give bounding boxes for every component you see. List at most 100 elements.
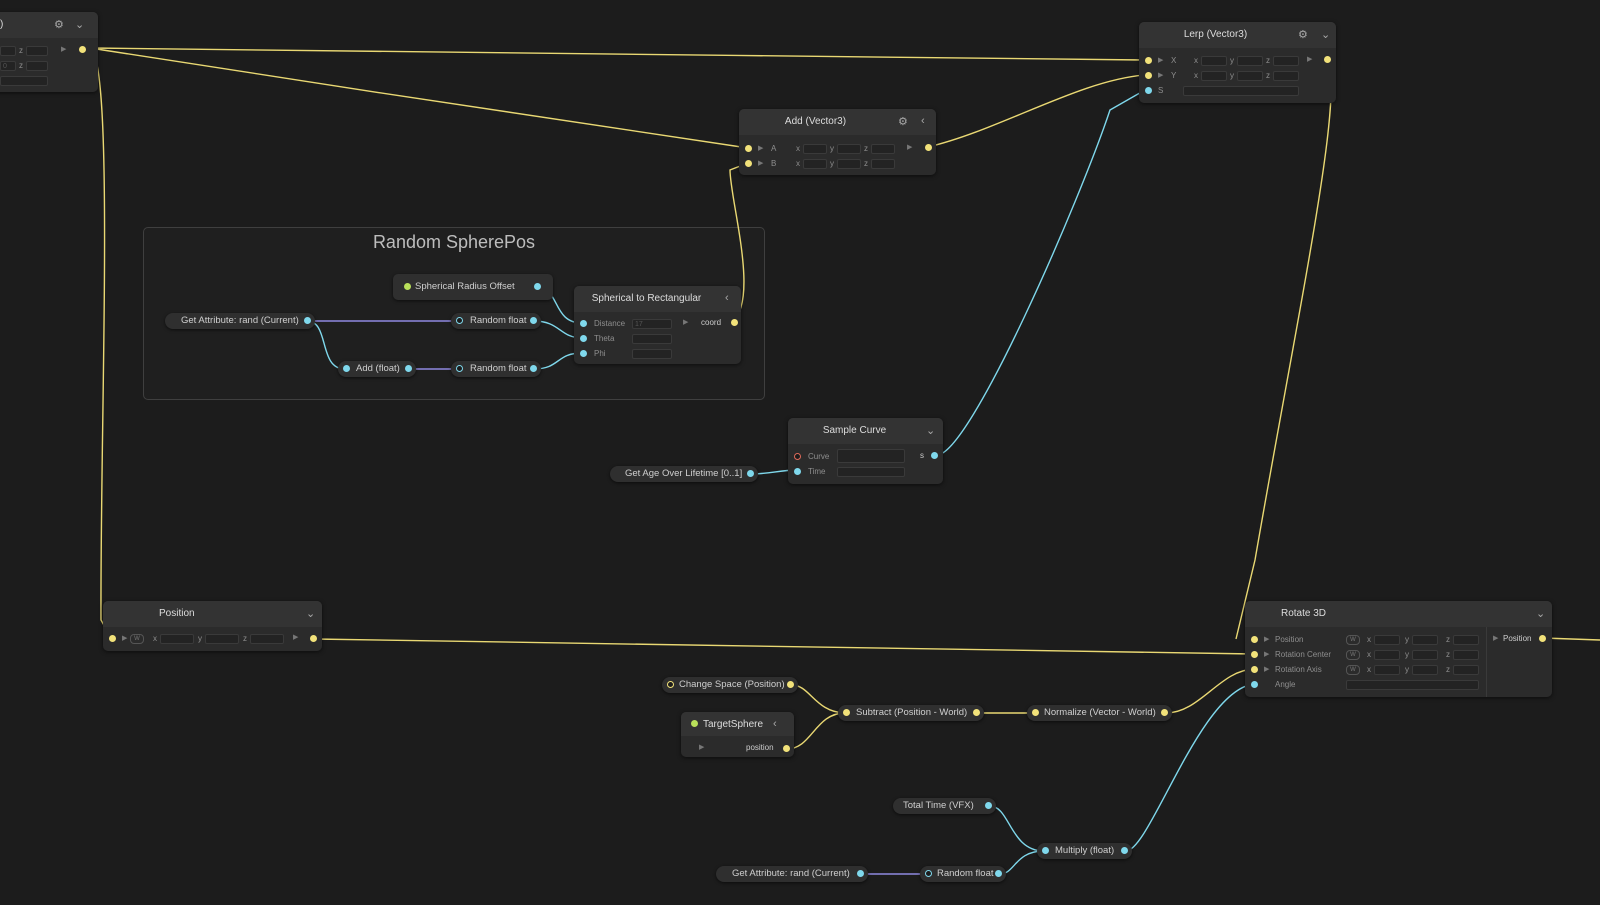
- output-port[interactable]: [304, 317, 311, 324]
- triangle-right-icon[interactable]: ▶: [1158, 72, 1164, 79]
- input-port-a[interactable]: [745, 145, 752, 152]
- node-total-time[interactable]: Total Time (VFX): [893, 798, 996, 814]
- triangle-right-icon[interactable]: ▶: [1307, 56, 1313, 63]
- space-badge[interactable]: W: [1346, 650, 1360, 660]
- field-b-x[interactable]: [803, 159, 827, 169]
- field[interactable]: [0, 76, 48, 86]
- field-s[interactable]: [1183, 86, 1299, 96]
- triangle-right-icon[interactable]: ▶: [683, 319, 689, 326]
- input-port[interactable]: [343, 365, 350, 372]
- node-target-sphere[interactable]: TargetSphere ‹ ▶ position: [681, 712, 794, 757]
- input-port[interactable]: [925, 870, 932, 877]
- output-port[interactable]: [405, 365, 412, 372]
- field-axis-x[interactable]: [1374, 665, 1400, 675]
- output-port[interactable]: [79, 46, 86, 53]
- output-port[interactable]: [931, 452, 938, 459]
- triangle-right-icon[interactable]: ▶: [699, 744, 705, 751]
- node-random-float[interactable]: Random float: [451, 361, 541, 377]
- input-port-x[interactable]: [1145, 57, 1152, 64]
- field-b-z[interactable]: [871, 159, 895, 169]
- input-port[interactable]: [667, 681, 674, 688]
- triangle-right-icon[interactable]: ▶: [293, 634, 299, 641]
- node-position[interactable]: Position ⌄ ▶ W x y z ▶: [103, 601, 322, 651]
- node-change-space-position[interactable]: Change Space (Position): [662, 677, 798, 693]
- field[interactable]: [26, 46, 48, 56]
- chevron-down-icon[interactable]: ⌄: [1536, 608, 1546, 620]
- input-port-rotation-axis[interactable]: [1251, 666, 1258, 673]
- input-port[interactable]: [1032, 709, 1039, 716]
- gear-icon[interactable]: ⚙: [1298, 29, 1308, 41]
- output-port[interactable]: [731, 319, 738, 326]
- node-topleft-partial[interactable]: ) ⚙ ⌄ z 0 z ▶: [0, 12, 98, 92]
- input-port-curve[interactable]: [794, 453, 801, 460]
- triangle-right-icon[interactable]: ▶: [758, 145, 764, 152]
- input-port-phi[interactable]: [580, 350, 587, 357]
- field-x-z[interactable]: [1273, 56, 1299, 66]
- node-random-float[interactable]: Random float: [451, 313, 541, 329]
- gear-icon[interactable]: ⚙: [898, 116, 908, 128]
- triangle-right-icon[interactable]: ▶: [1493, 635, 1499, 642]
- output-port[interactable]: [534, 283, 541, 290]
- output-port[interactable]: [995, 870, 1002, 877]
- input-port-b[interactable]: [745, 160, 752, 167]
- chevron-left-icon[interactable]: ‹: [773, 718, 777, 730]
- field-axis-y[interactable]: [1412, 665, 1438, 675]
- node-multiply-float[interactable]: Multiply (float): [1037, 843, 1132, 859]
- field-a-y[interactable]: [837, 144, 861, 154]
- chevron-down-icon[interactable]: ⌄: [1321, 29, 1331, 41]
- field[interactable]: 0: [0, 61, 16, 71]
- input-port-time[interactable]: [794, 468, 801, 475]
- output-port[interactable]: [787, 681, 794, 688]
- chevron-down-icon[interactable]: ⌄: [306, 608, 316, 620]
- triangle-right-icon[interactable]: ▶: [122, 635, 128, 642]
- node-random-float[interactable]: Random float: [920, 866, 1006, 882]
- output-port[interactable]: [1324, 56, 1331, 63]
- triangle-right-icon[interactable]: ▶: [1264, 636, 1270, 643]
- chevron-left-icon[interactable]: ‹: [921, 115, 925, 127]
- field-y-x[interactable]: [1201, 71, 1227, 81]
- output-port[interactable]: [530, 317, 537, 324]
- node-sample-curve[interactable]: Sample Curve ⌄ Curve Time s: [788, 418, 943, 484]
- field-center-x[interactable]: [1374, 650, 1400, 660]
- output-port[interactable]: [310, 635, 317, 642]
- input-port-theta[interactable]: [580, 335, 587, 342]
- node-lerp-vector3[interactable]: Lerp (Vector3) ⚙ ⌄ ▶ X ▶ Y S x y z x y z…: [1139, 22, 1336, 103]
- node-rotate-3d[interactable]: Rotate 3D ⌄ ▶ Position W ▶ Rotation Cent…: [1245, 601, 1552, 697]
- output-port[interactable]: [530, 365, 537, 372]
- triangle-right-icon[interactable]: ▶: [1264, 651, 1270, 658]
- field-position-z[interactable]: [1453, 635, 1479, 645]
- input-port-rotation-center[interactable]: [1251, 651, 1258, 658]
- field-axis-z[interactable]: [1453, 665, 1479, 675]
- field-position-y[interactable]: [1412, 635, 1438, 645]
- field-theta[interactable]: [632, 334, 672, 344]
- field-time[interactable]: [837, 467, 905, 477]
- output-port[interactable]: [1121, 847, 1128, 854]
- field-x-y[interactable]: [1237, 56, 1263, 66]
- field-y-y[interactable]: [1237, 71, 1263, 81]
- node-normalize[interactable]: Normalize (Vector - World): [1027, 705, 1172, 721]
- output-port[interactable]: [985, 802, 992, 809]
- field-center-z[interactable]: [1453, 650, 1479, 660]
- field[interactable]: [26, 61, 48, 71]
- field[interactable]: [0, 46, 16, 56]
- field-phi[interactable]: [632, 349, 672, 359]
- gear-icon[interactable]: ⚙: [54, 19, 64, 31]
- curve-field[interactable]: [837, 449, 905, 463]
- space-badge[interactable]: W: [130, 634, 144, 644]
- node-get-age-over-lifetime[interactable]: Get Age Over Lifetime [0..1]: [610, 466, 758, 482]
- chevron-left-icon[interactable]: ‹: [725, 292, 729, 304]
- node-subtract[interactable]: Subtract (Position - World): [838, 705, 984, 721]
- node-spherical-to-rectangular[interactable]: Spherical to Rectangular ‹ Distance 17 T…: [574, 286, 741, 364]
- field-x[interactable]: [160, 634, 194, 644]
- output-port[interactable]: [747, 470, 754, 477]
- chevron-down-icon[interactable]: ⌄: [75, 19, 85, 31]
- triangle-right-icon[interactable]: ▶: [907, 144, 913, 151]
- output-port[interactable]: [973, 709, 980, 716]
- triangle-right-icon[interactable]: ▶: [1158, 57, 1164, 64]
- field-a-x[interactable]: [803, 144, 827, 154]
- space-badge[interactable]: W: [1346, 665, 1360, 675]
- input-port-y[interactable]: [1145, 72, 1152, 79]
- field-z[interactable]: [250, 634, 284, 644]
- space-badge[interactable]: W: [1346, 635, 1360, 645]
- input-port[interactable]: [456, 317, 463, 324]
